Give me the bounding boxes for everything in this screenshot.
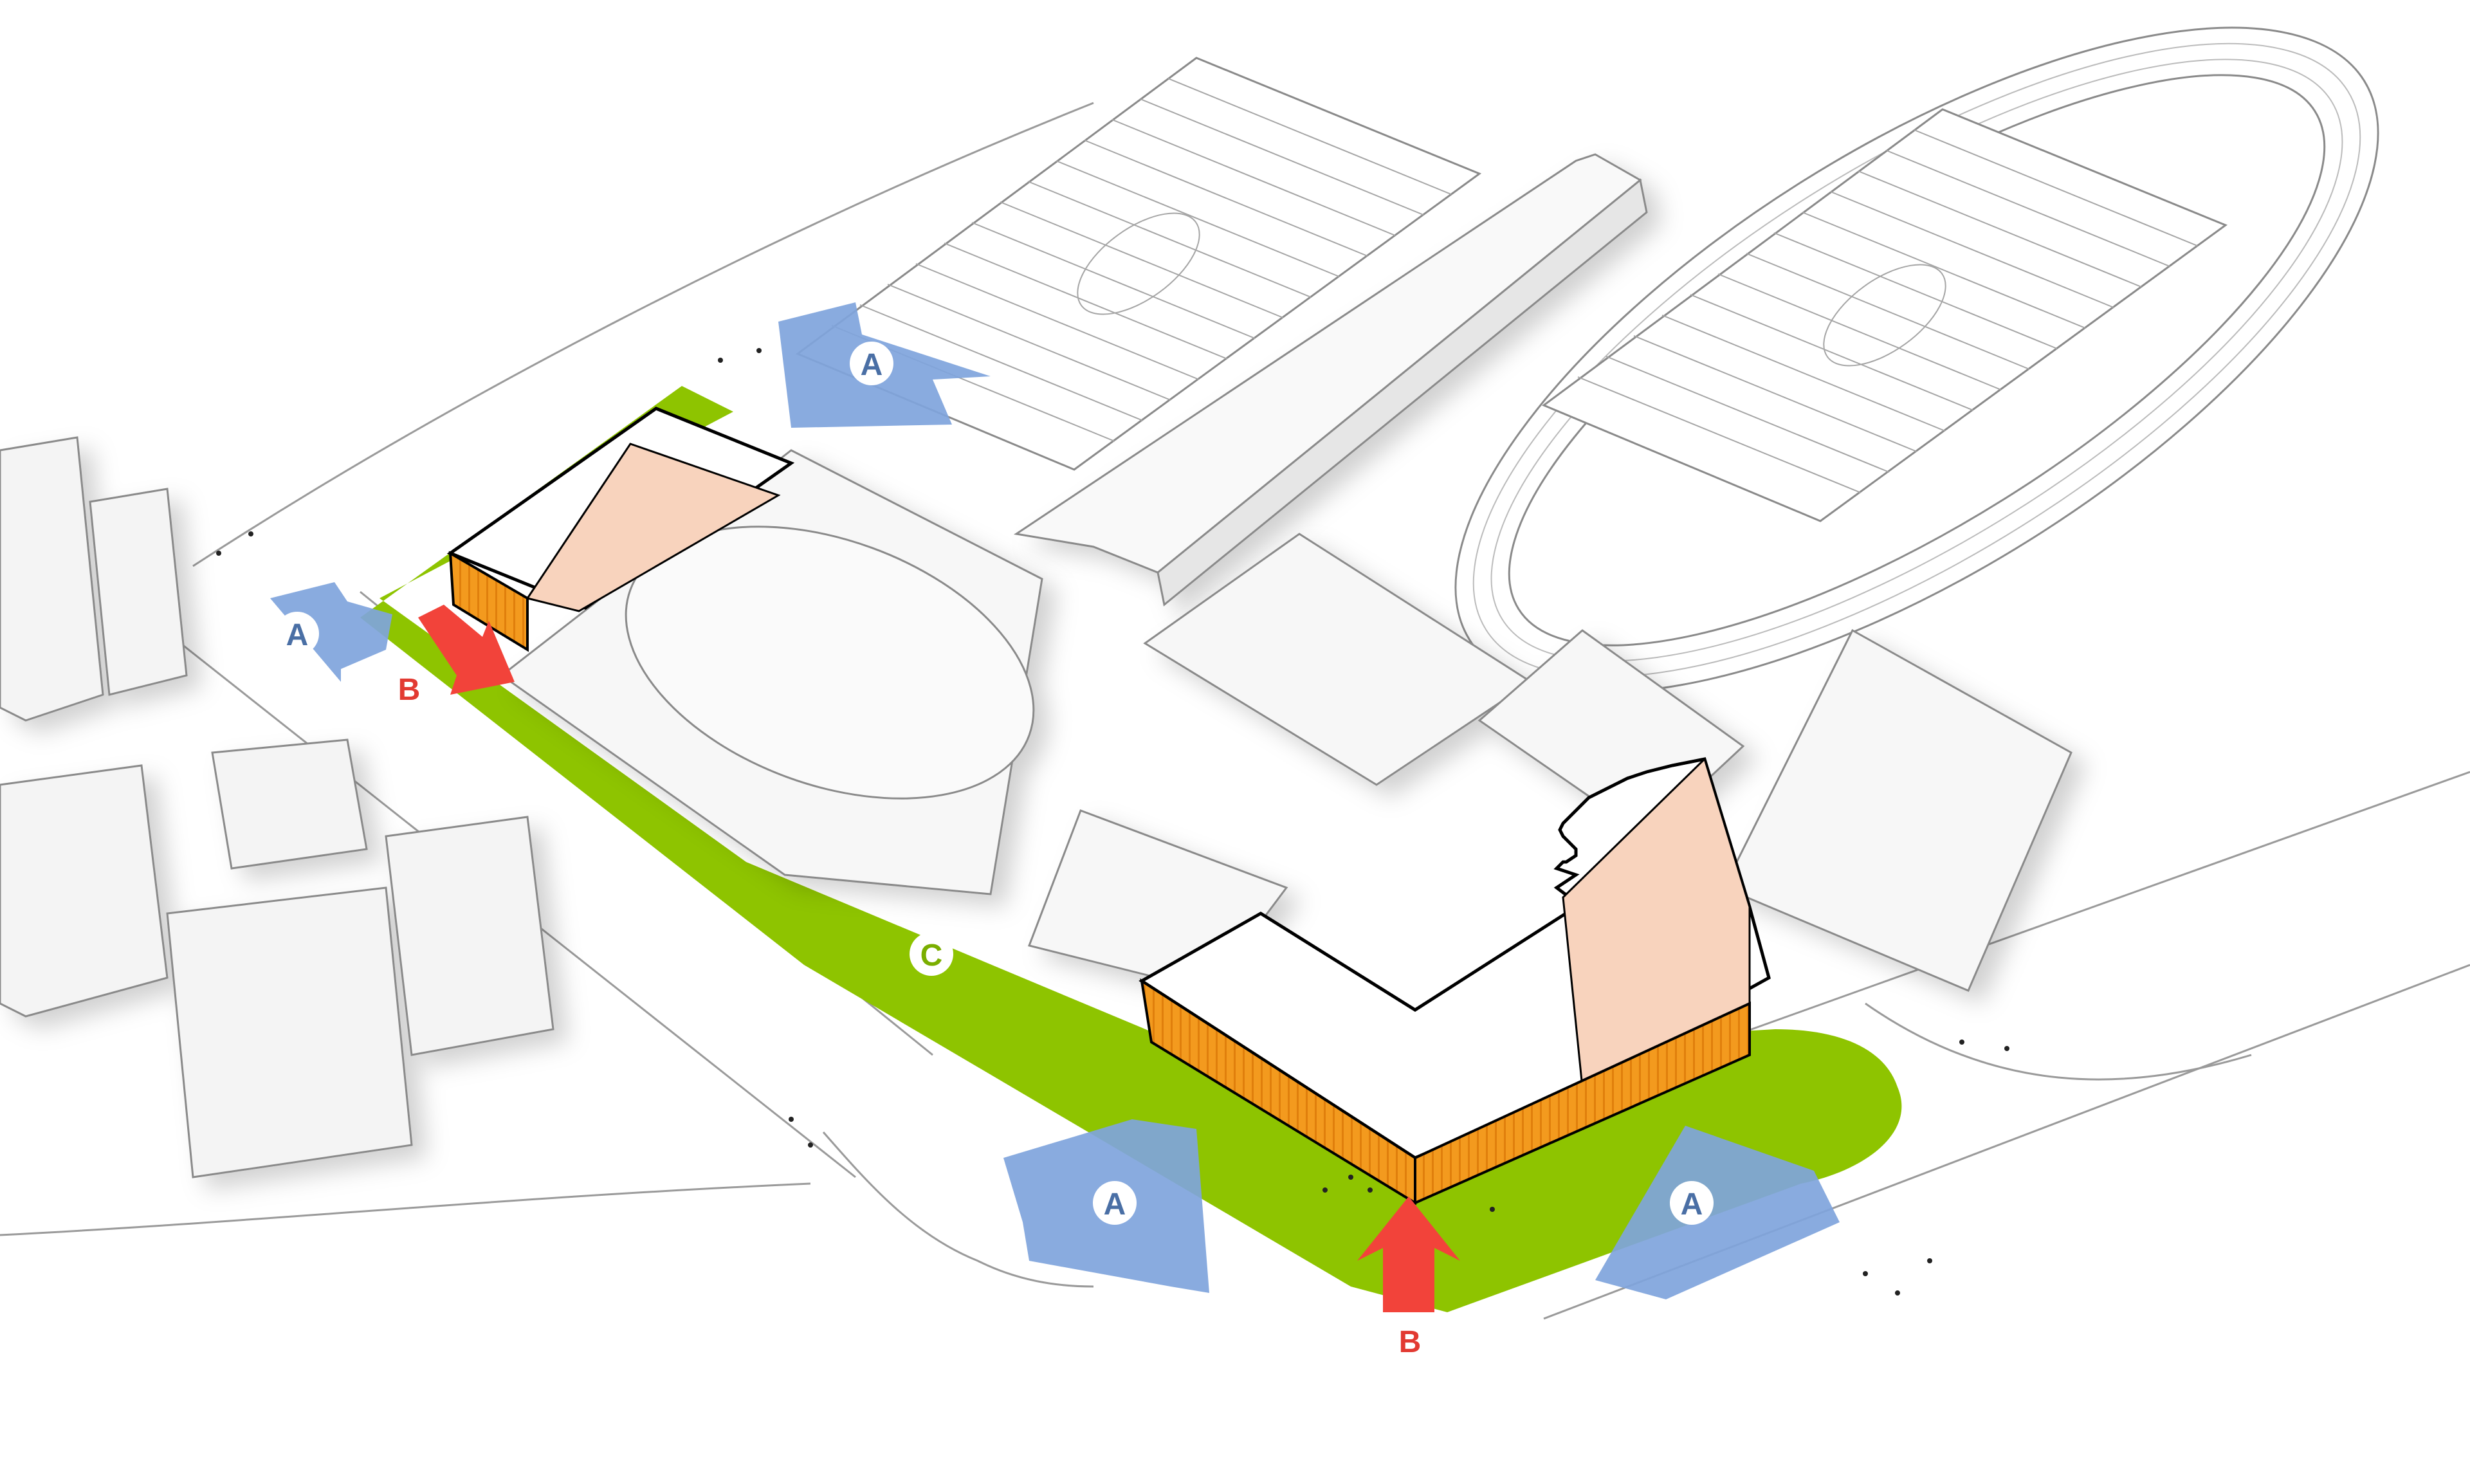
- grandstand: [1014, 153, 1648, 607]
- road-curve-south: [822, 1131, 1094, 1288]
- badge-a-west: A: [275, 612, 319, 655]
- people: [216, 348, 2009, 1296]
- field-west-yardlines: [831, 78, 1452, 442]
- field-west-center-circle: [1077, 212, 1200, 315]
- south-peach-wall: [1562, 757, 1751, 1089]
- south-orange-facade-east: [1414, 1001, 1751, 1205]
- block-4: [211, 738, 368, 870]
- badge-a-west-label: A: [286, 618, 309, 652]
- arrow-a-west: [270, 582, 392, 682]
- badge-a-south-east-label: A: [1681, 1187, 1703, 1222]
- building-middle-north: [1143, 533, 1533, 786]
- city-blocks: [0, 436, 554, 1178]
- badge-a-north-label: A: [861, 348, 883, 382]
- field-west-boundary: [795, 57, 1482, 471]
- badge-c: C: [910, 932, 953, 976]
- building-east: [1722, 628, 2072, 992]
- label-b-south: B: [1399, 1325, 1422, 1359]
- label-b-north: B: [398, 673, 421, 707]
- field-east-yardlines: [1577, 129, 2198, 493]
- road-lower-left: [0, 1182, 811, 1236]
- tower-2: [89, 488, 188, 696]
- new-building-south: [1139, 757, 1771, 1205]
- running-track: [1454, 26, 2379, 694]
- road-east-loop: [1865, 1002, 2252, 1081]
- arrow-b-north: [418, 605, 515, 695]
- block-2: [166, 886, 413, 1178]
- track-lane-1: [1472, 42, 2361, 678]
- north-orange-facade: [448, 551, 529, 652]
- arrow-b-south: [1357, 1196, 1460, 1312]
- arrow-a-south-east: [1595, 1126, 1840, 1299]
- arena-dome: [625, 526, 1035, 800]
- badge-a-north: A: [850, 342, 893, 385]
- north-peach-wall: [526, 443, 781, 612]
- football-field-west: [795, 57, 1482, 471]
- badge-c-label: C: [920, 939, 943, 973]
- entry-arrows: [418, 605, 1460, 1312]
- road-south-2: [1607, 771, 2470, 1082]
- football-field-east: [1541, 108, 2228, 522]
- badge-a-south-east: A: [1670, 1181, 1714, 1225]
- field-east-center-circle: [1823, 264, 1946, 367]
- grandstand-face: [1157, 178, 1648, 607]
- block-3: [385, 816, 554, 1056]
- tower-1: [0, 436, 104, 722]
- road-north: [192, 102, 1094, 567]
- new-building-north: [446, 407, 795, 652]
- block-1: [0, 764, 169, 1018]
- badge-a-south-west: A: [1093, 1181, 1137, 1225]
- badge-a-south-west-label: A: [1104, 1187, 1126, 1222]
